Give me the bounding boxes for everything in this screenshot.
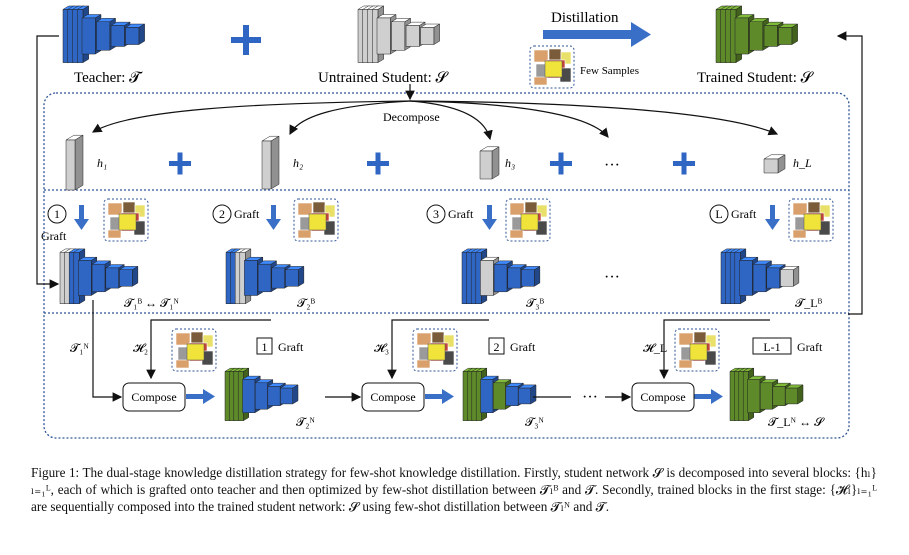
distillation-label: Distillation	[551, 10, 619, 26]
few-samples-label: Few Samples	[580, 65, 639, 77]
sample-images-icon	[674, 328, 720, 372]
teacher-feed-arrow	[36, 35, 60, 289]
sample-images-icon	[529, 45, 575, 89]
svg-text:Graft: Graft	[510, 340, 536, 354]
stage1-label-L: 𝓣_Lᴮ	[795, 296, 823, 310]
blue-arrow-icon	[543, 22, 651, 47]
stage1-label-1: 𝓣₁ᴮ ↔ 𝓣₁ᴺ	[124, 296, 179, 310]
stage1-network-2	[225, 248, 305, 305]
blue-arrow-icon	[186, 389, 723, 404]
sample-images-icon	[171, 328, 217, 372]
stage1-label-3: 𝓣₃ᴮ	[526, 296, 544, 310]
teacher-network	[62, 5, 146, 64]
svg-text:L-1: L-1	[763, 340, 780, 354]
block-h3	[479, 146, 500, 180]
svg-text:Graft: Graft	[234, 207, 260, 221]
caption-text: Figure 1: The dual-stage knowledge disti…	[31, 465, 877, 514]
svg-text:Compose: Compose	[370, 390, 415, 404]
block-label-h1: h₁	[97, 156, 107, 170]
svg-text:L: L	[715, 207, 722, 221]
final-output-arrow	[836, 31, 863, 315]
decompose-arrows	[91, 100, 779, 141]
sample-images-icon	[103, 198, 149, 242]
block-hL	[763, 154, 786, 174]
outer-dotted-frame	[43, 92, 850, 439]
svg-text:2: 2	[219, 207, 225, 221]
stage2-label-3: 𝓣_Lᴺ ↔ 𝓢	[768, 415, 825, 429]
stage1-network-1	[59, 248, 139, 305]
untrained-student-network	[357, 5, 441, 64]
block-label-h3: h₃	[505, 156, 515, 170]
block-label-h2: h₂	[293, 156, 303, 170]
svg-text:Compose: Compose	[131, 390, 176, 404]
stage2-step-1: 1 Graft	[256, 337, 304, 355]
sample-images-icon	[293, 198, 339, 242]
plus-icon	[169, 152, 695, 175]
sample-images-icon	[412, 328, 458, 372]
stage1-step-L: L Graft	[709, 204, 757, 224]
stage2-label-2: 𝓣₃ᴺ	[525, 415, 544, 429]
svg-text:2: 2	[494, 340, 500, 354]
svg-text:Graft: Graft	[278, 340, 304, 354]
untrained-student-label: Untrained Student: 𝓢	[318, 70, 449, 86]
stage2-network-3	[729, 367, 804, 422]
figure-diagram: Teacher: 𝓣 Untrained Student: 𝓢 Distilla…	[36, 5, 863, 439]
stage2-input-H2: 𝓗₂	[133, 341, 148, 355]
block-h2	[261, 135, 280, 190]
stage1-step-2: 2 Graft	[212, 204, 260, 224]
stage2-network-2	[462, 367, 537, 422]
stage2-input-HL: 𝓗_L	[643, 341, 667, 355]
svg-text:Graft: Graft	[448, 207, 474, 221]
stage2-label-1: 𝓣₂ᴺ	[296, 415, 315, 429]
blue-arrow-icon	[74, 205, 780, 230]
stage2-network-1	[224, 367, 299, 422]
svg-text:Graft: Graft	[731, 207, 757, 221]
stage1-network-L	[720, 248, 800, 305]
svg-text:Compose: Compose	[640, 390, 685, 404]
stage1-label-2: 𝓣₂ᴮ	[297, 296, 315, 310]
stage1-step-3: 3 Graft	[426, 204, 474, 224]
trained-student-label: Trained Student: 𝓢	[697, 70, 815, 86]
block-h1	[65, 134, 84, 191]
stage2-input-T1N: 𝓣₁ᴺ	[70, 341, 89, 355]
stage2-step-L-1: L-1 Graft	[752, 337, 823, 355]
stage1-network-3	[461, 248, 541, 305]
svg-text:1: 1	[262, 340, 268, 354]
stage2-input-H3: 𝓗₃	[374, 341, 389, 355]
svg-text:Graft: Graft	[41, 229, 67, 243]
teacher-label: Teacher: 𝓣	[74, 70, 143, 86]
compose-box-1: Compose	[122, 382, 186, 412]
decompose-label: Decompose	[383, 110, 440, 124]
svg-text:Graft: Graft	[797, 340, 823, 354]
stage2-step-2: 2 Graft	[488, 337, 536, 355]
block-label-hL: h_L	[793, 156, 812, 170]
svg-text:3: 3	[433, 207, 439, 221]
compose-box-3: Compose	[631, 382, 695, 412]
ellipsis-row3: ···	[582, 389, 598, 406]
plus-icon	[231, 25, 261, 55]
figure-caption: Figure 1: The dual-stage knowledge disti…	[31, 464, 877, 515]
trained-student-network	[715, 5, 799, 64]
stage1-step-1: 1 Graft	[41, 204, 67, 243]
ellipsis-row1: ···	[604, 157, 620, 174]
sample-images-icon	[505, 198, 551, 242]
svg-text:1: 1	[54, 207, 60, 221]
stage2-connectors	[92, 300, 770, 402]
sample-images-icon	[788, 198, 834, 242]
ellipsis-row2: ···	[604, 269, 620, 286]
compose-box-2: Compose	[361, 382, 425, 412]
